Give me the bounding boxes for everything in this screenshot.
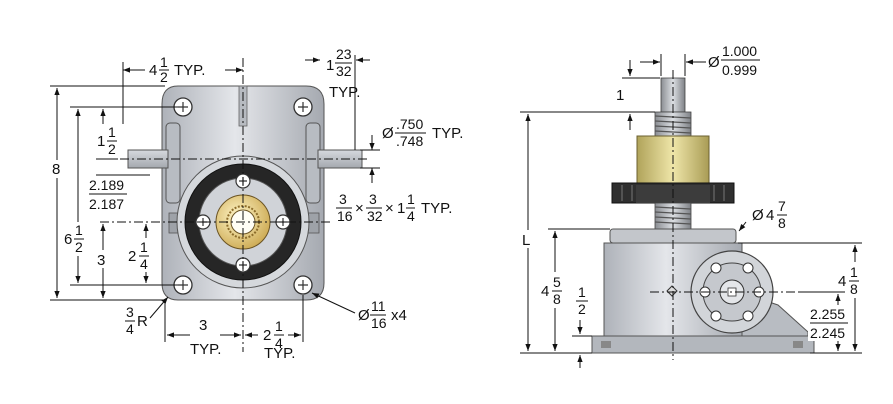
dim-housing-right: 4 1 8 <box>838 264 859 297</box>
svg-text:3: 3 <box>126 304 134 320</box>
svg-text:TYP.: TYP. <box>190 341 221 358</box>
dim-screw-dia: Ø 1.000 0.999 <box>708 43 760 78</box>
dim-length-L: L <box>522 232 530 249</box>
svg-text:2: 2 <box>263 327 271 344</box>
dim-housing-height: 4 5 8 <box>541 274 562 307</box>
svg-text:4: 4 <box>149 62 157 79</box>
svg-text:1: 1 <box>160 54 168 70</box>
dim-base-thick: 1 2 <box>576 284 588 317</box>
svg-text:2.187: 2.187 <box>89 196 124 212</box>
svg-text:1: 1 <box>75 222 83 238</box>
svg-text:2: 2 <box>108 141 116 157</box>
front-view: 4 1 2 TYP. 1 23 32 TYP. 8 6 1 <box>50 46 463 362</box>
dim-shaft-dia: Ø .750 .748 TYP. <box>382 116 463 149</box>
svg-text:TYP.: TYP. <box>174 62 205 79</box>
dim-hole-span: 6 1 2 <box>64 222 84 255</box>
svg-text:32: 32 <box>336 63 352 79</box>
dim-screw-end: 1 <box>616 87 624 104</box>
svg-text:Ø: Ø <box>382 125 394 142</box>
svg-text:1: 1 <box>397 200 405 217</box>
svg-text:8: 8 <box>553 291 561 307</box>
svg-text:4: 4 <box>541 283 549 300</box>
grease-fitting <box>666 285 678 297</box>
svg-text:4: 4 <box>407 208 415 224</box>
dim-shaft-height: 1 1 2 <box>97 124 117 157</box>
svg-text:1: 1 <box>407 191 415 207</box>
svg-text:Ø: Ø <box>708 54 720 71</box>
svg-text:Ø: Ø <box>752 207 764 224</box>
dim-hole-dia: Ø 11 16 x4 <box>358 298 407 331</box>
svg-text:3: 3 <box>369 191 377 207</box>
svg-text:4: 4 <box>140 256 148 272</box>
svg-text:1: 1 <box>326 57 334 74</box>
svg-text:2.189: 2.189 <box>89 177 124 193</box>
svg-text:TYP.: TYP. <box>432 125 463 142</box>
svg-text:7: 7 <box>778 198 786 214</box>
svg-text:Ø: Ø <box>358 307 370 324</box>
dim-corner-radius: 3 4 R <box>125 304 148 337</box>
svg-text:4: 4 <box>126 321 134 337</box>
dim-shaft-offset: 1 23 32 TYP. <box>326 46 360 101</box>
svg-text:1: 1 <box>140 239 148 255</box>
svg-text:3: 3 <box>199 317 207 334</box>
svg-text:5: 5 <box>553 274 561 290</box>
svg-text:23: 23 <box>336 46 352 62</box>
svg-text:×: × <box>385 200 394 217</box>
svg-text:2.245: 2.245 <box>810 325 845 341</box>
svg-text:8: 8 <box>778 215 786 231</box>
dim-center-from-base: 3 <box>97 252 105 269</box>
svg-text:8: 8 <box>850 281 858 297</box>
svg-text:R: R <box>137 313 148 330</box>
svg-text:1.000: 1.000 <box>722 43 757 59</box>
svg-text:4: 4 <box>766 207 774 224</box>
svg-text:1: 1 <box>850 264 858 280</box>
svg-text:32: 32 <box>367 208 383 224</box>
svg-text:1: 1 <box>97 133 105 150</box>
svg-text:2: 2 <box>128 248 136 265</box>
mounting-holes <box>173 97 313 295</box>
svg-text:2: 2 <box>75 239 83 255</box>
svg-text:1: 1 <box>275 318 283 334</box>
svg-text:4: 4 <box>838 273 846 290</box>
dim-bottom-right: 2 1 4 TYP. <box>263 318 295 362</box>
dim-bottom-left: 3 TYP. <box>190 317 221 358</box>
dim-shaft-center-tol: 2.255 2.245 <box>810 306 848 341</box>
dim-flange-dia: Ø 4 7 8 <box>752 198 787 231</box>
svg-text:2.255: 2.255 <box>810 306 845 322</box>
dim-center-to-hole: 2 1 4 <box>128 239 149 272</box>
svg-text:TYP.: TYP. <box>421 200 452 217</box>
svg-text:TYP.: TYP. <box>264 345 295 362</box>
dim-half-width: 4 1 2 TYP. <box>149 54 205 85</box>
svg-text:TYP.: TYP. <box>329 84 360 101</box>
svg-text:0.999: 0.999 <box>722 62 757 78</box>
svg-text:16: 16 <box>371 315 387 331</box>
svg-text:1: 1 <box>578 284 586 300</box>
dim-overall-height: 8 <box>52 161 60 178</box>
side-view: Ø 1.000 0.999 1 L Ø 4 7 8 4 <box>520 43 866 368</box>
svg-text:4: 4 <box>275 335 283 351</box>
svg-text:6: 6 <box>64 231 72 248</box>
svg-text:1: 1 <box>108 124 116 140</box>
base <box>591 335 815 354</box>
svg-text:16: 16 <box>337 208 353 224</box>
dim-keyway: 3 16 × 3 32 × 1 1 4 TYP. <box>336 191 452 224</box>
svg-text:3: 3 <box>339 191 347 207</box>
svg-text:11: 11 <box>371 298 386 314</box>
svg-text:.748: .748 <box>396 133 423 149</box>
svg-text:×: × <box>355 200 364 217</box>
svg-text:2: 2 <box>578 301 586 317</box>
svg-text:.750: .750 <box>396 116 423 132</box>
svg-text:2: 2 <box>160 69 168 85</box>
dim-center-height-tol: 2.189 2.187 <box>89 177 127 212</box>
svg-text:x4: x4 <box>391 307 407 324</box>
